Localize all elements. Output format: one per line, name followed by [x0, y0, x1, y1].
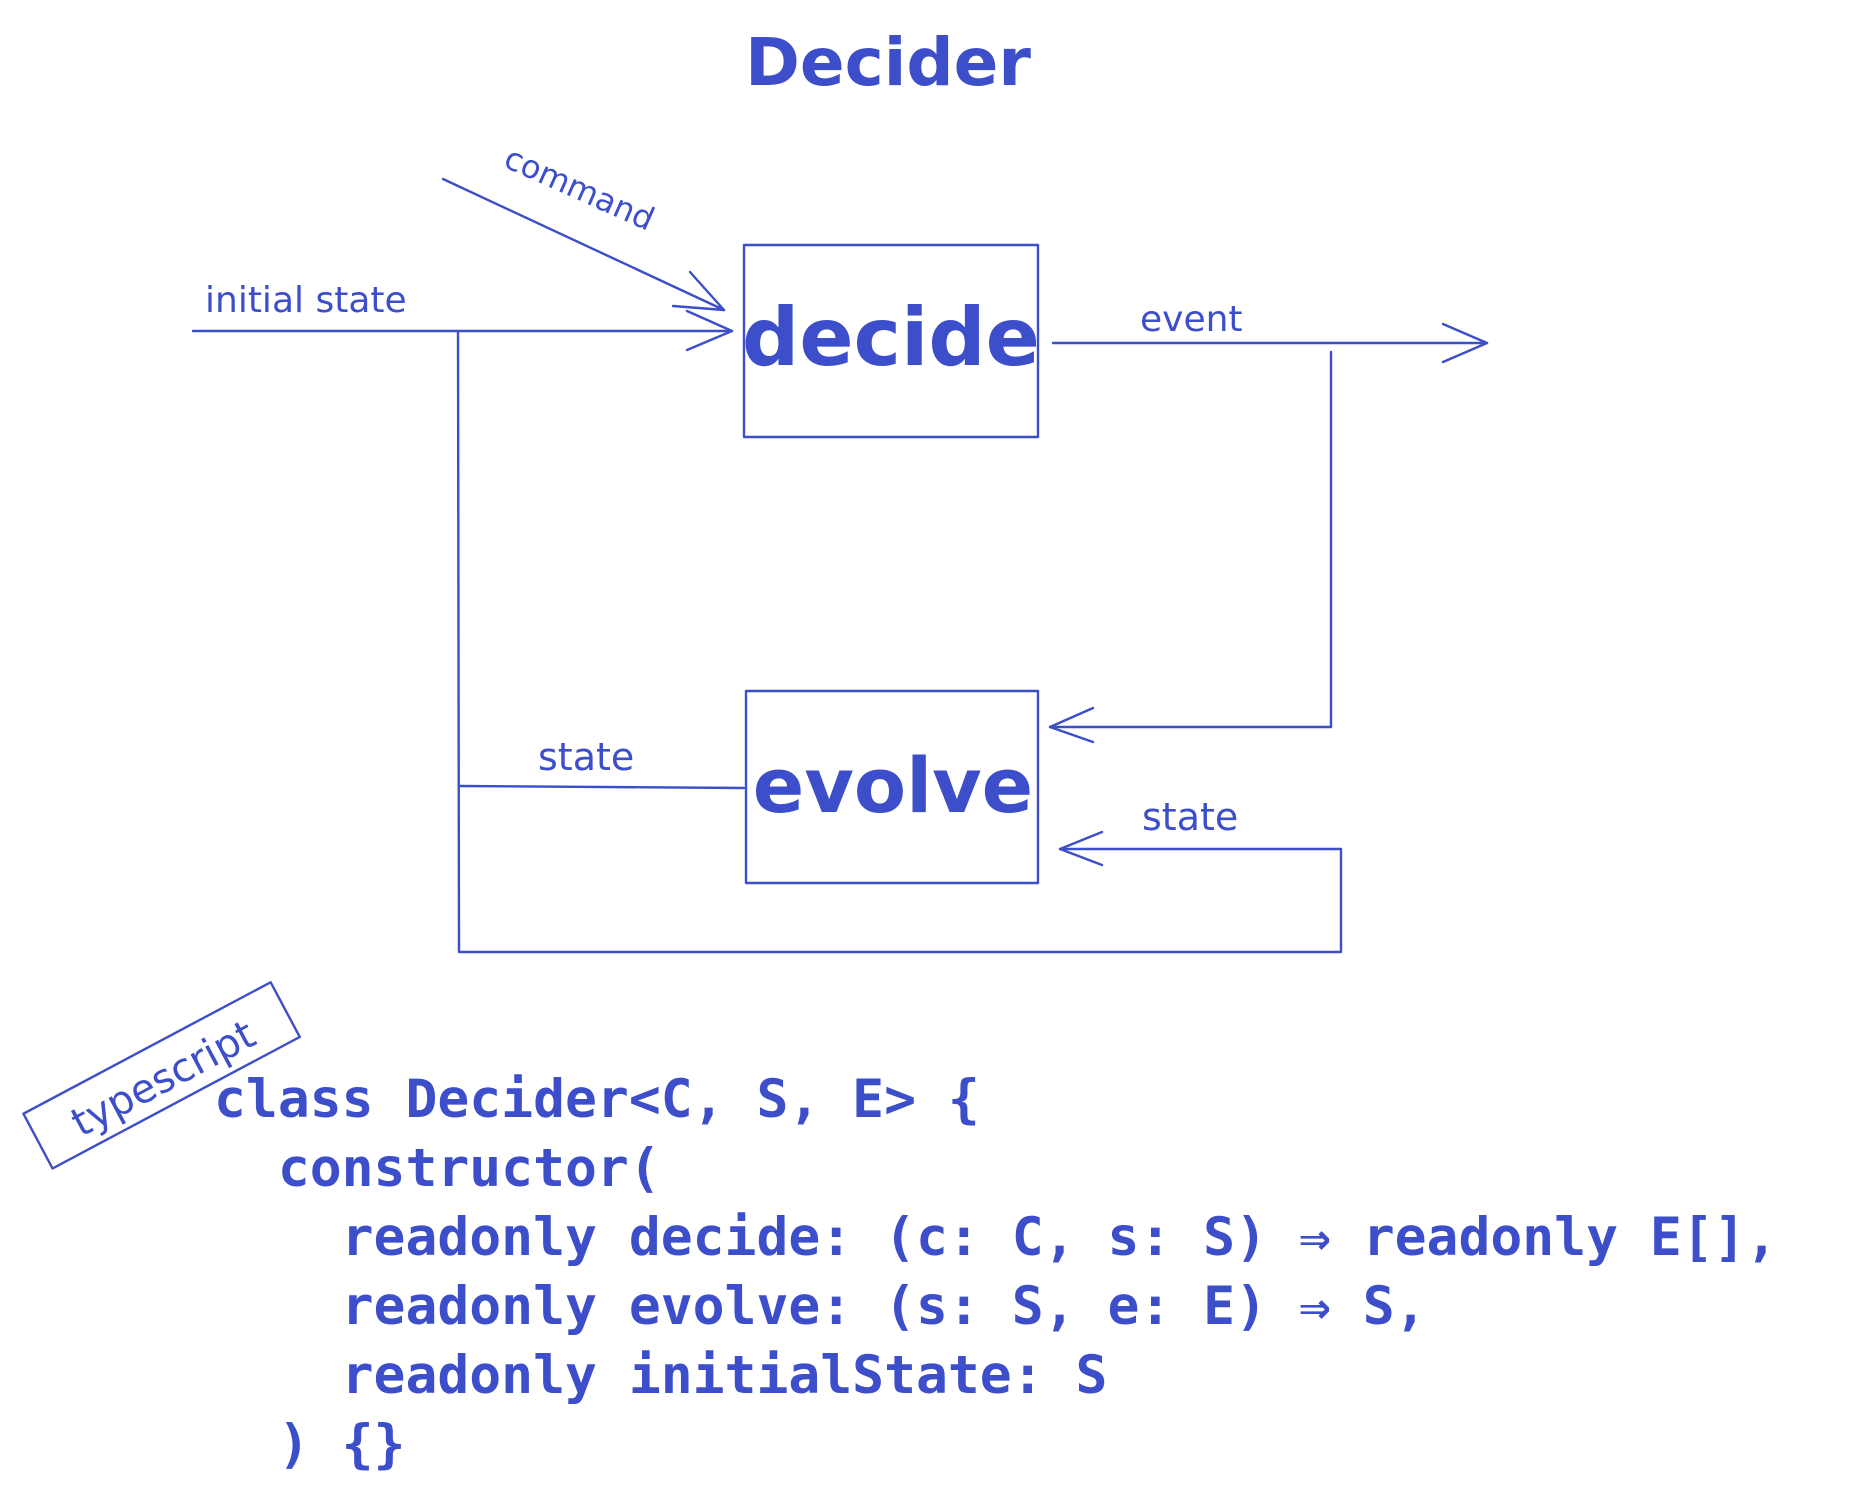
event-to-evolve-head [1048, 706, 1095, 744]
initial-state-arrow-head [685, 309, 734, 352]
code-line: ) {} [214, 1414, 405, 1475]
diagram-title: Decider [745, 24, 1031, 101]
code-line: class Decider<C, S, E> { [214, 1069, 980, 1130]
code-line: readonly evolve: (s: S, e: E) ⇒ S, [214, 1276, 1427, 1337]
command-arrow-line [441, 177, 726, 312]
code-line: constructor( [214, 1138, 661, 1199]
state-left-line [458, 784, 746, 790]
state-right-label: state [1142, 795, 1238, 839]
command-label: command [499, 139, 660, 239]
event-arrow-head [1441, 322, 1489, 364]
typescript-tag-box [22, 981, 301, 1170]
evolve-box [744, 689, 1040, 885]
decide-label: decide [742, 291, 1040, 384]
event-to-evolve-line [1048, 350, 1333, 729]
state-loop-head [1058, 830, 1104, 867]
decide-box [742, 243, 1040, 439]
code-line: readonly initialState: S [214, 1345, 1107, 1406]
command-arrow-head [671, 270, 726, 312]
code-block: class Decider<C, S, E> { constructor( re… [214, 1069, 1778, 1475]
initial-state-label: initial state [205, 280, 407, 321]
code-line: readonly decide: (c: C, s: S) ⇒ readonly… [214, 1207, 1778, 1268]
event-label: event [1140, 299, 1243, 340]
evolve-label: evolve [753, 741, 1033, 830]
state-loop-line [456, 330, 1343, 954]
state-left-label: state [538, 735, 634, 779]
